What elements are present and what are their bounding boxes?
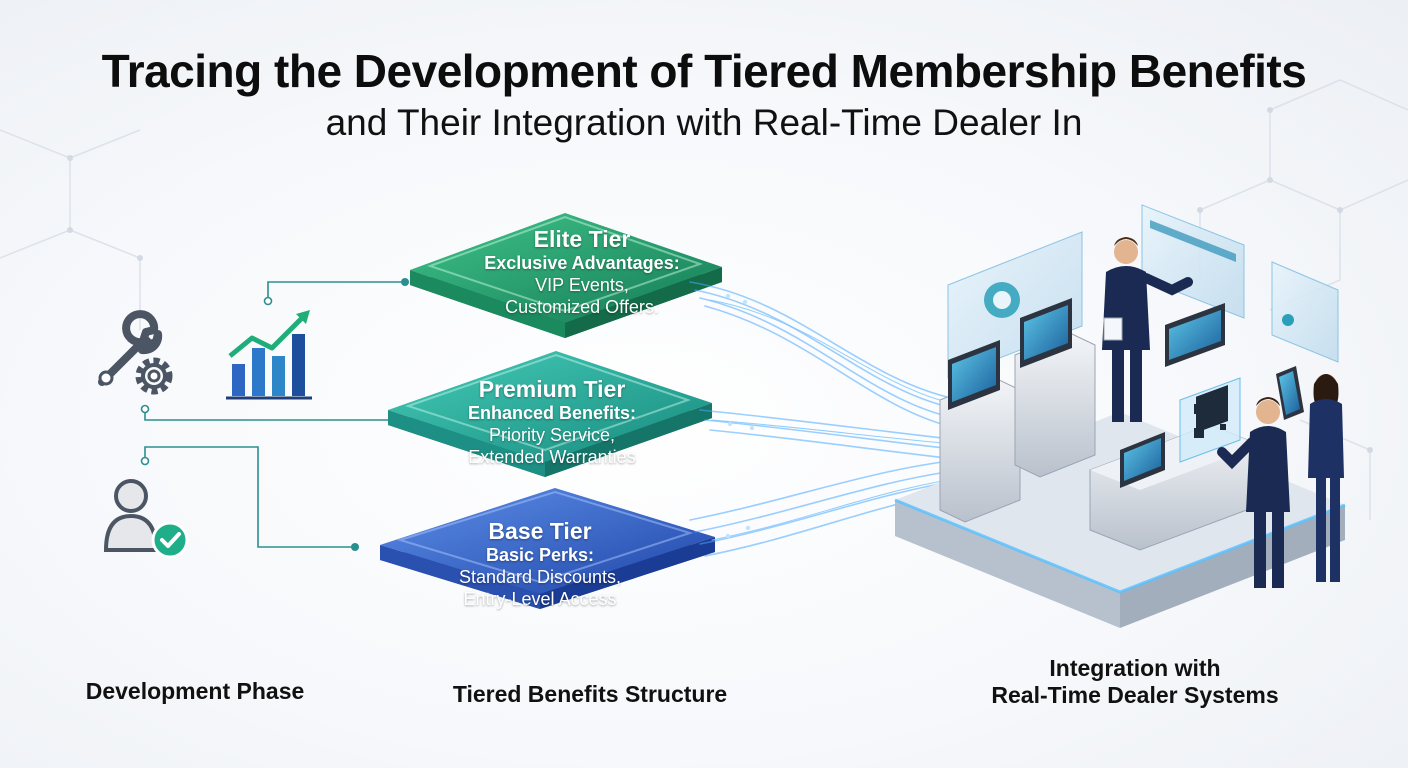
tier-elite-line-1: VIP Events, — [535, 275, 629, 295]
connector-lines — [144, 281, 405, 548]
person-presenter — [1102, 237, 1193, 422]
person-customer-man — [1217, 397, 1290, 588]
tier-premium-heading: Enhanced Benefits: — [467, 403, 637, 423]
tier-base-line-2: Entry-Level Access — [463, 589, 617, 609]
tier-elite-name: Elite Tier — [533, 226, 631, 252]
person-customer-woman — [1276, 366, 1344, 582]
tiered-structure-caption: Tiered Benefits Structure — [452, 681, 728, 707]
tier-slab-base — [380, 488, 715, 609]
tier-premium-line-1: Priority Service, — [488, 425, 616, 445]
growth-chart-icon — [226, 310, 312, 400]
tier-base-line-1: Standard Discounts, — [458, 567, 622, 587]
integration-caption-line-1: Integration with — [1049, 655, 1221, 681]
integration-caption-line-2: Real-Time Dealer Systems — [991, 682, 1279, 708]
development-phase-caption: Development Phase — [85, 678, 305, 704]
wrench-gear-icon — [98, 310, 173, 395]
tier-premium-name: Premium Tier — [478, 376, 626, 402]
floating-panels — [947, 204, 1339, 379]
kiosk-left — [939, 340, 1021, 523]
tier-base-label: Base Tier Basic Perks: Standard Discount… — [410, 518, 670, 610]
qr-code-icon — [1179, 377, 1241, 463]
kiosk-center — [1014, 298, 1096, 478]
tier-elite-heading: Exclusive Advantages: — [484, 253, 680, 273]
page-title: Tracing the Development of Tiered Member… — [101, 45, 1307, 97]
tier-elite-line-2: Customized Offers. — [505, 297, 659, 317]
tier-premium-label: Premium Tier Enhanced Benefits: Priority… — [422, 376, 682, 468]
verified-user-icon — [103, 479, 189, 559]
tier-base-heading: Basic Perks: — [485, 545, 595, 565]
tier-elite-label: Elite Tier Exclusive Advantages: VIP Eve… — [452, 226, 712, 318]
tier-slab-premium — [388, 351, 712, 477]
tier-base-name: Base Tier — [488, 518, 592, 544]
tier-premium-line-2: Extended Warranties — [468, 447, 636, 467]
integration-caption: Integration with Real-Time Dealer System… — [960, 655, 1310, 709]
fiber-streams — [689, 281, 976, 557]
page-subtitle: and Their Integration with Real-Time Dea… — [325, 102, 1083, 143]
tier-slab-elite — [410, 213, 722, 338]
